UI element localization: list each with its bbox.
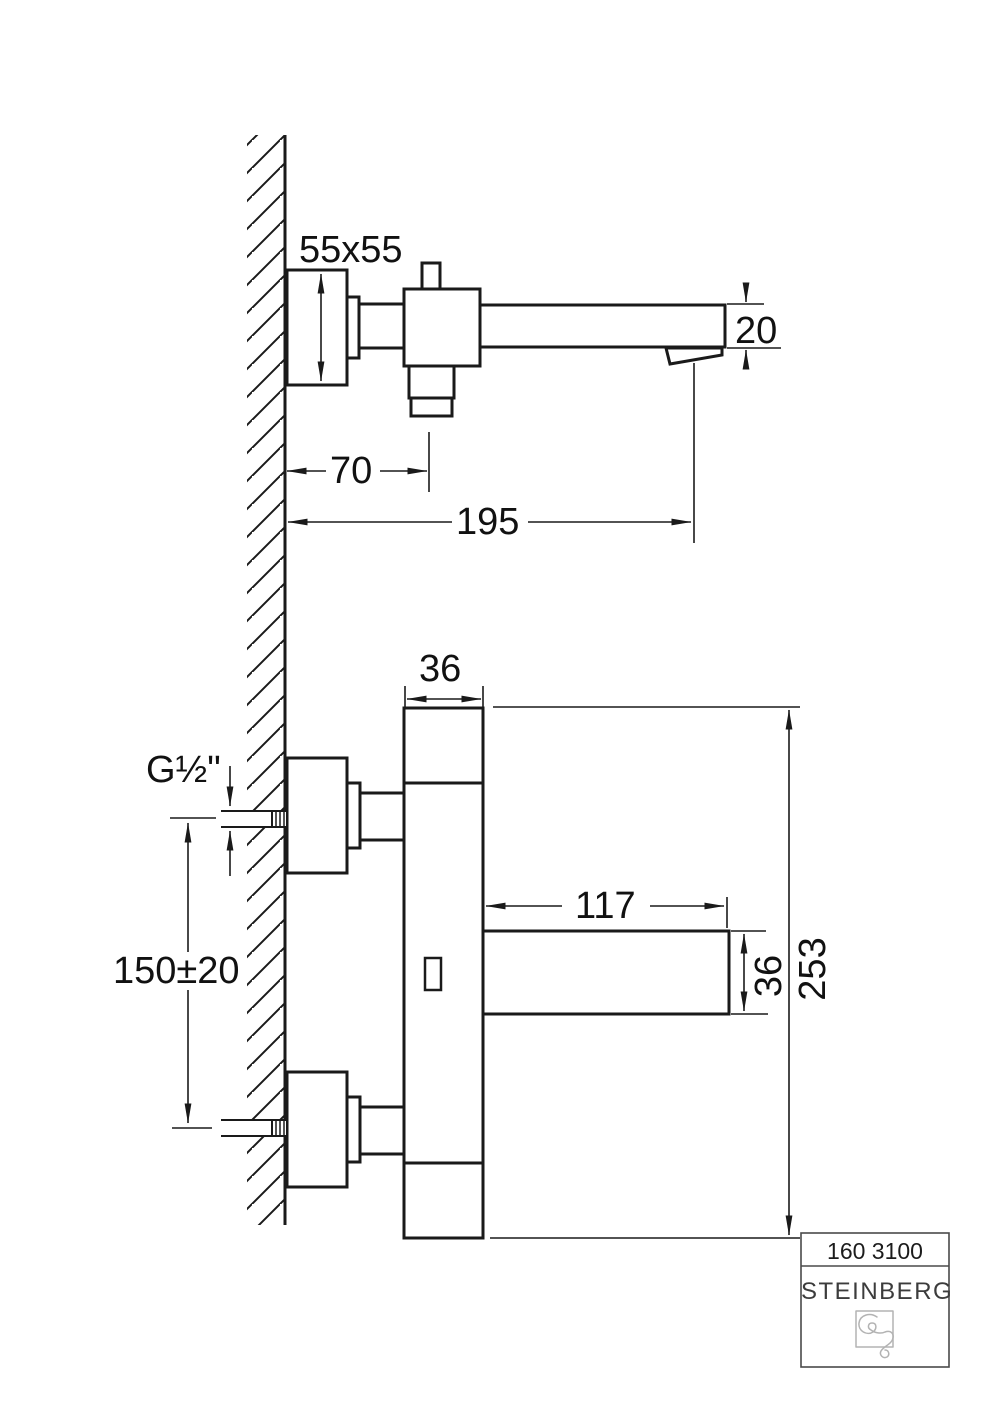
side-view-faucet — [285, 261, 727, 418]
mixer-body — [402, 287, 482, 368]
profile-view-faucet — [221, 706, 731, 1240]
product-code: 160 3100 — [827, 1238, 923, 1264]
wall-hatching — [247, 135, 287, 1225]
handle-upper — [407, 364, 456, 400]
top-knob — [420, 261, 442, 291]
handle-lower — [409, 396, 454, 418]
dim-label-thread: G½" — [146, 749, 221, 791]
upper-union-nut — [345, 781, 362, 850]
dim-label-spout-depth: 36 — [748, 954, 790, 998]
upper-union-block — [285, 756, 349, 875]
dim-label-inlet-spacing: 150±20 — [109, 952, 244, 990]
aerator — [664, 346, 724, 366]
upper-connection-pipe — [358, 791, 406, 842]
dim-label-total-height: 253 — [792, 937, 834, 1001]
dim-label-spout-reach: 195 — [452, 503, 524, 541]
wall-escutcheon-plate — [285, 268, 349, 387]
side-view-dimensions — [286, 273, 781, 543]
steinberg-logo-icon — [855, 1310, 894, 1359]
dim-label-escutcheon-size: 55x55 — [299, 229, 403, 271]
spout-profile — [481, 929, 731, 1016]
lower-connection-pipe — [358, 1105, 406, 1156]
mixer-column — [402, 706, 485, 1240]
title-block — [800, 1232, 950, 1368]
lower-union-nut — [345, 1095, 362, 1164]
union-ring — [345, 295, 361, 360]
upper-supply-gap — [221, 811, 272, 827]
lower-union-block — [285, 1070, 349, 1189]
indicator-window — [423, 956, 443, 992]
dim-label-spout-height: 20 — [735, 310, 778, 352]
brand-name: STEINBERG — [801, 1278, 954, 1305]
dim-label-body-width: 36 — [419, 648, 462, 690]
dim-label-spout-length: 117 — [571, 887, 640, 925]
connection-pipe — [357, 302, 406, 350]
spout — [478, 303, 727, 349]
dim-label-body-offset: 70 — [326, 452, 377, 490]
lower-supply-gap — [221, 1120, 272, 1136]
